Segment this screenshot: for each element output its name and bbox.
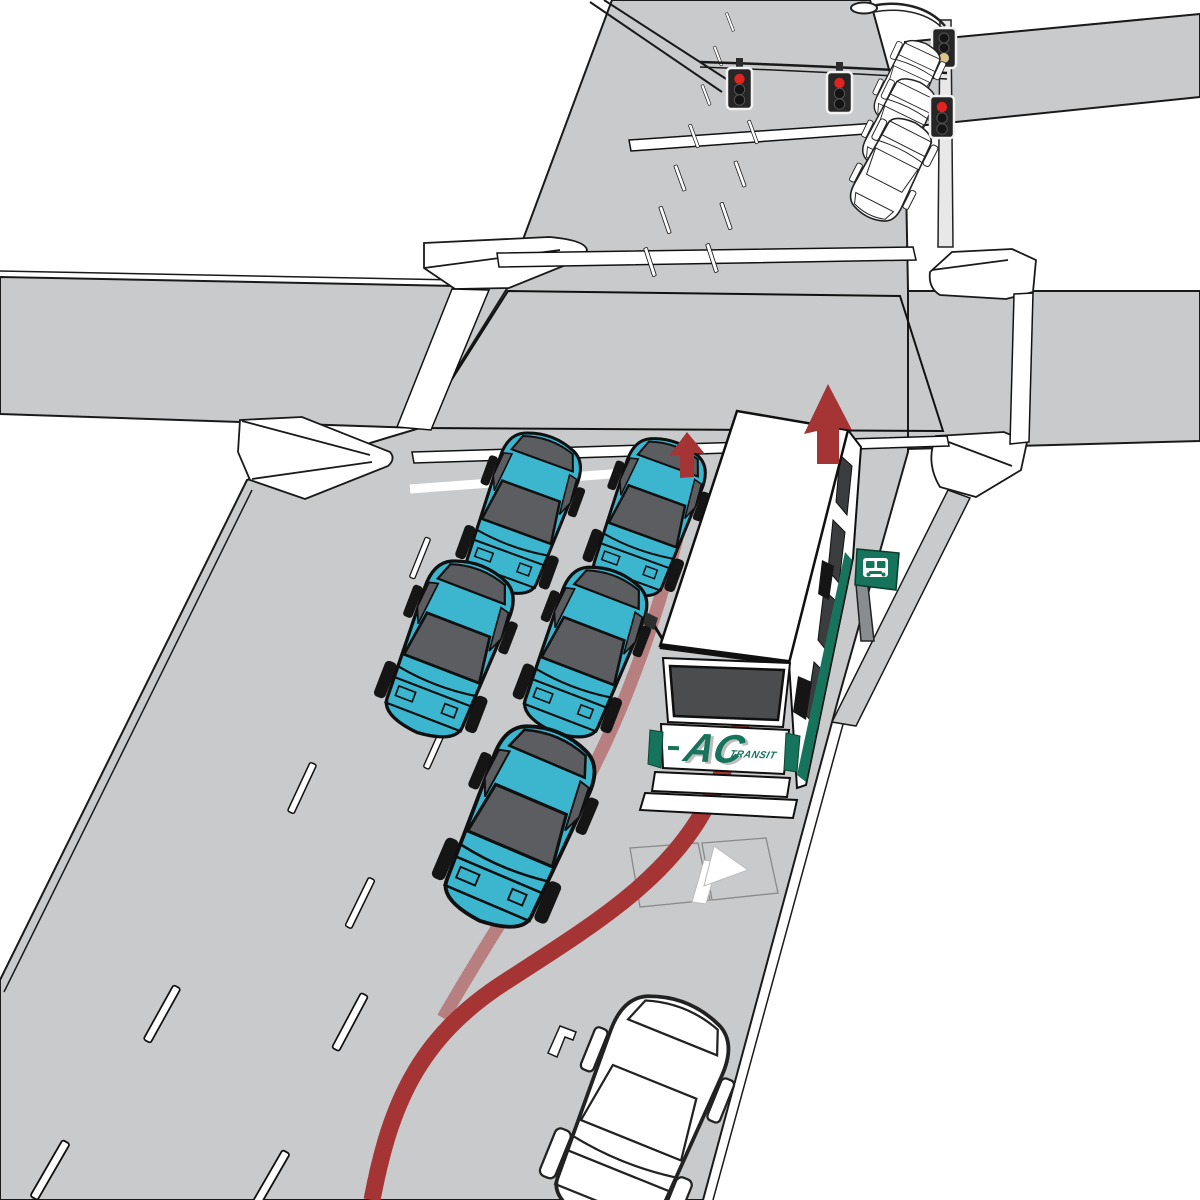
t-pavement-mark xyxy=(547,1025,577,1059)
logo-transit-text: TRANSIT xyxy=(728,749,778,761)
traffic-signal-icon xyxy=(928,94,956,140)
bus-bumper xyxy=(650,770,792,799)
crosswalk-west xyxy=(395,288,491,431)
curb-bulb-northeast xyxy=(928,248,1037,300)
bus-mirror xyxy=(643,612,658,630)
curb-bulb-southwest xyxy=(237,416,394,500)
transit-bus: AC AC TRANSIT xyxy=(638,409,863,820)
ac-transit-logo: AC AC TRANSIT xyxy=(667,725,778,774)
route-arrow-lane xyxy=(669,432,705,478)
traffic-signal-icon xyxy=(725,58,754,111)
far-intersection xyxy=(699,1,958,248)
route-arrow-bus xyxy=(804,384,852,464)
bus-bumper-step xyxy=(638,791,799,820)
bus-green-stripe xyxy=(797,552,852,782)
bus-green-tab xyxy=(647,729,664,769)
logo-ac-text: AC xyxy=(679,725,751,772)
bus-wheel xyxy=(818,560,834,600)
logo-ac-shadow: AC xyxy=(682,727,754,774)
traffic-signal-icon xyxy=(825,62,854,115)
bus-rear-window xyxy=(668,664,786,722)
cross-street-right-arm xyxy=(907,290,1200,451)
bus-green-tab xyxy=(783,732,801,773)
street-lamp-head xyxy=(850,1,878,15)
bus-side-window xyxy=(835,453,853,517)
far-crosswalk-lines xyxy=(589,0,735,93)
bus-icon xyxy=(863,558,888,577)
bus-stop-sign-pole xyxy=(855,583,875,642)
street-lamp-arm-inner xyxy=(873,9,946,32)
street-lamp-arm xyxy=(871,2,946,27)
curb-extensions xyxy=(237,236,1037,500)
bus-logo-panel xyxy=(659,722,791,776)
crosswalk-north xyxy=(496,246,917,268)
bus-stop-sign xyxy=(854,548,900,642)
bus-wheel xyxy=(793,676,812,720)
right-turn-pavement-arrow xyxy=(691,845,750,905)
crosswalk-east xyxy=(1009,292,1034,445)
sidewalk-wedge xyxy=(830,489,972,727)
